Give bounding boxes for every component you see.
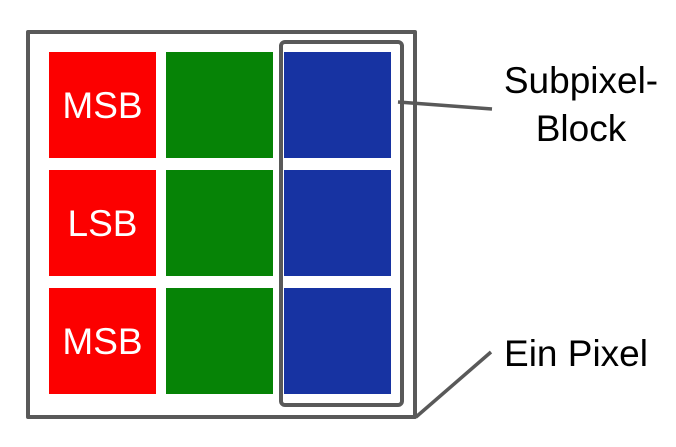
subpixel-green-row3 — [166, 288, 273, 394]
ein-pixel-label: Ein Pixel — [504, 333, 648, 374]
subpixel-block-label: Subpixel- Block — [491, 57, 671, 153]
subpixel-red-row1: MSB — [49, 52, 156, 158]
subpixel-block-label-line1: Subpixel- — [503, 60, 659, 101]
subpixel-bit-label: LSB — [67, 202, 138, 244]
ein-pixel-leader-line — [414, 350, 493, 419]
subpixel-bit-label: MSB — [62, 84, 143, 126]
subpixel-blue-row3 — [284, 288, 391, 394]
subpixel-green-row2 — [166, 170, 273, 276]
subpixel-blue-row1 — [284, 52, 391, 158]
subpixel-green-row1 — [166, 52, 273, 158]
subpixel-block-outline-box — [279, 40, 404, 407]
subpixel-bit-label: MSB — [62, 320, 143, 362]
subpixel-block-label-line2: Block — [535, 108, 627, 149]
subpixel-blue-row2 — [284, 170, 391, 276]
subpixel-red-row2: LSB — [49, 170, 156, 276]
subpixel-red-row3: MSB — [49, 288, 156, 394]
pixel-outline-box — [26, 30, 417, 419]
